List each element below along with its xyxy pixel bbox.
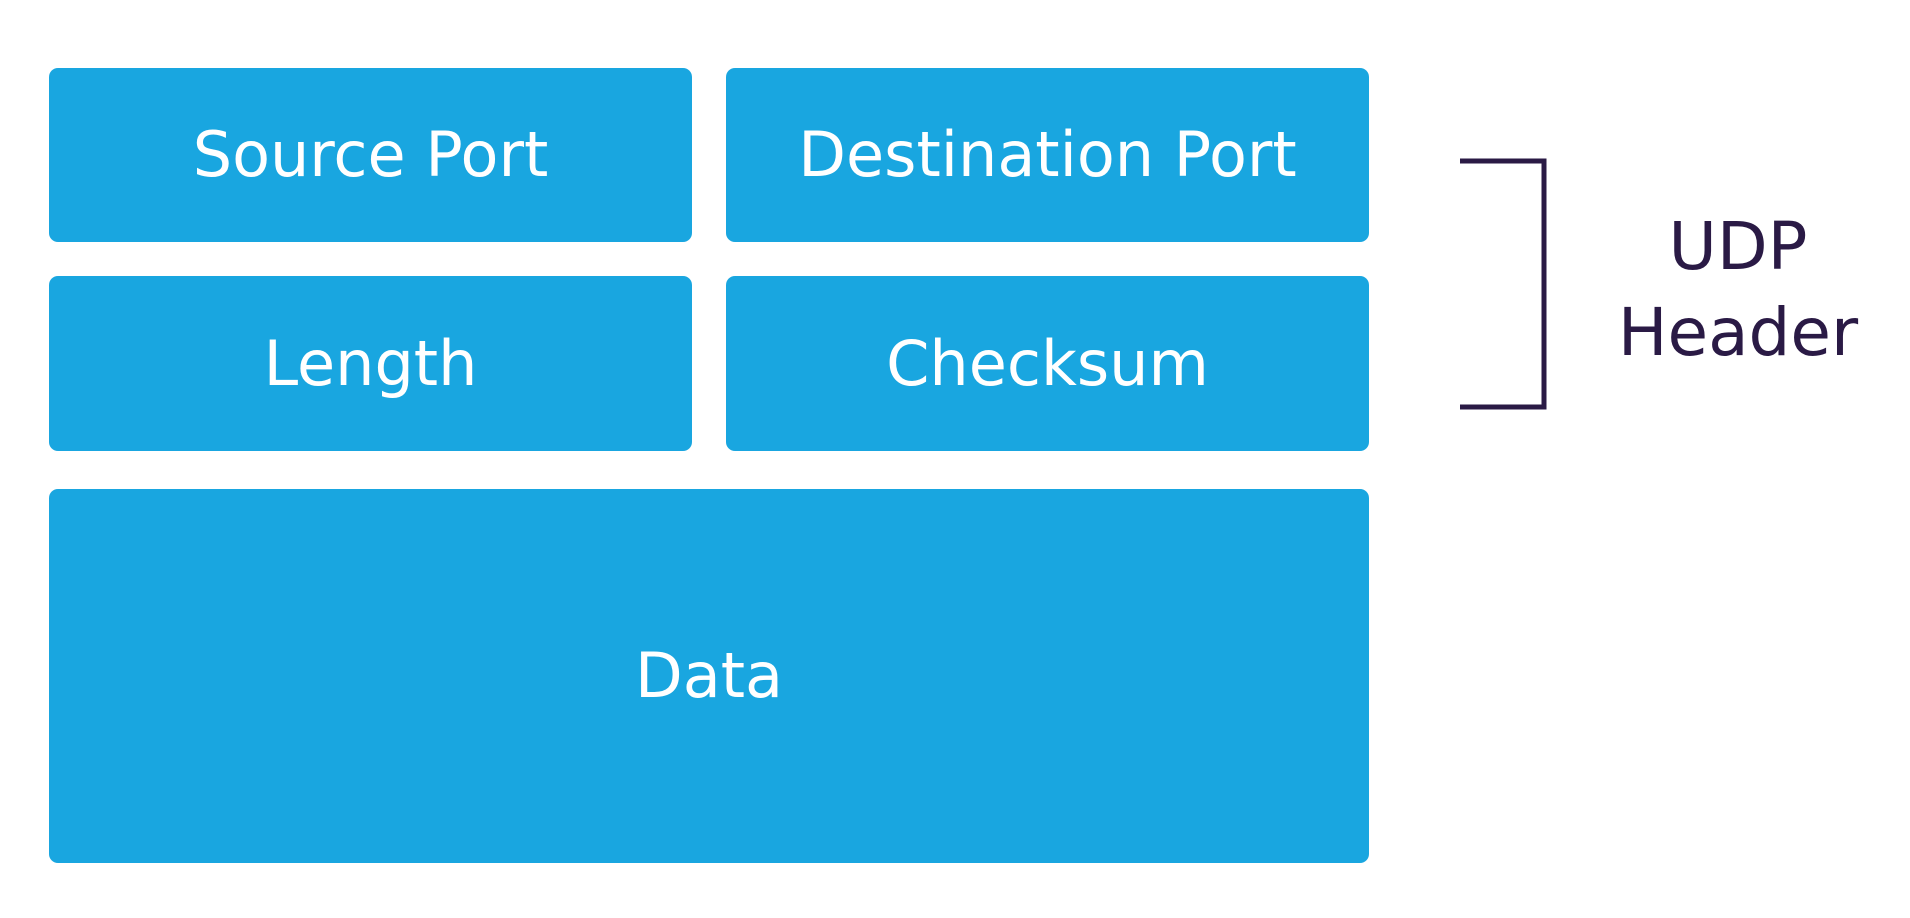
checksum-label: Checksum — [886, 326, 1209, 400]
destination-port-label: Destination Port — [798, 118, 1297, 191]
source-port-field: Source Port — [49, 68, 692, 242]
udp-header-label-line2: Header — [1617, 294, 1859, 371]
checksum-field: Checksum — [726, 276, 1369, 451]
header-bracket-line — [1460, 158, 1547, 410]
udp-header-label-line1: UDP — [1668, 208, 1808, 285]
udp-header-label: UDP Header — [1598, 204, 1878, 376]
data-field: Data — [49, 489, 1369, 863]
length-label: Length — [263, 326, 478, 400]
source-port-label: Source Port — [192, 118, 549, 191]
destination-port-field: Destination Port — [726, 68, 1369, 242]
header-bracket — [1460, 158, 1547, 410]
length-field: Length — [49, 276, 692, 451]
data-label: Data — [634, 639, 784, 712]
